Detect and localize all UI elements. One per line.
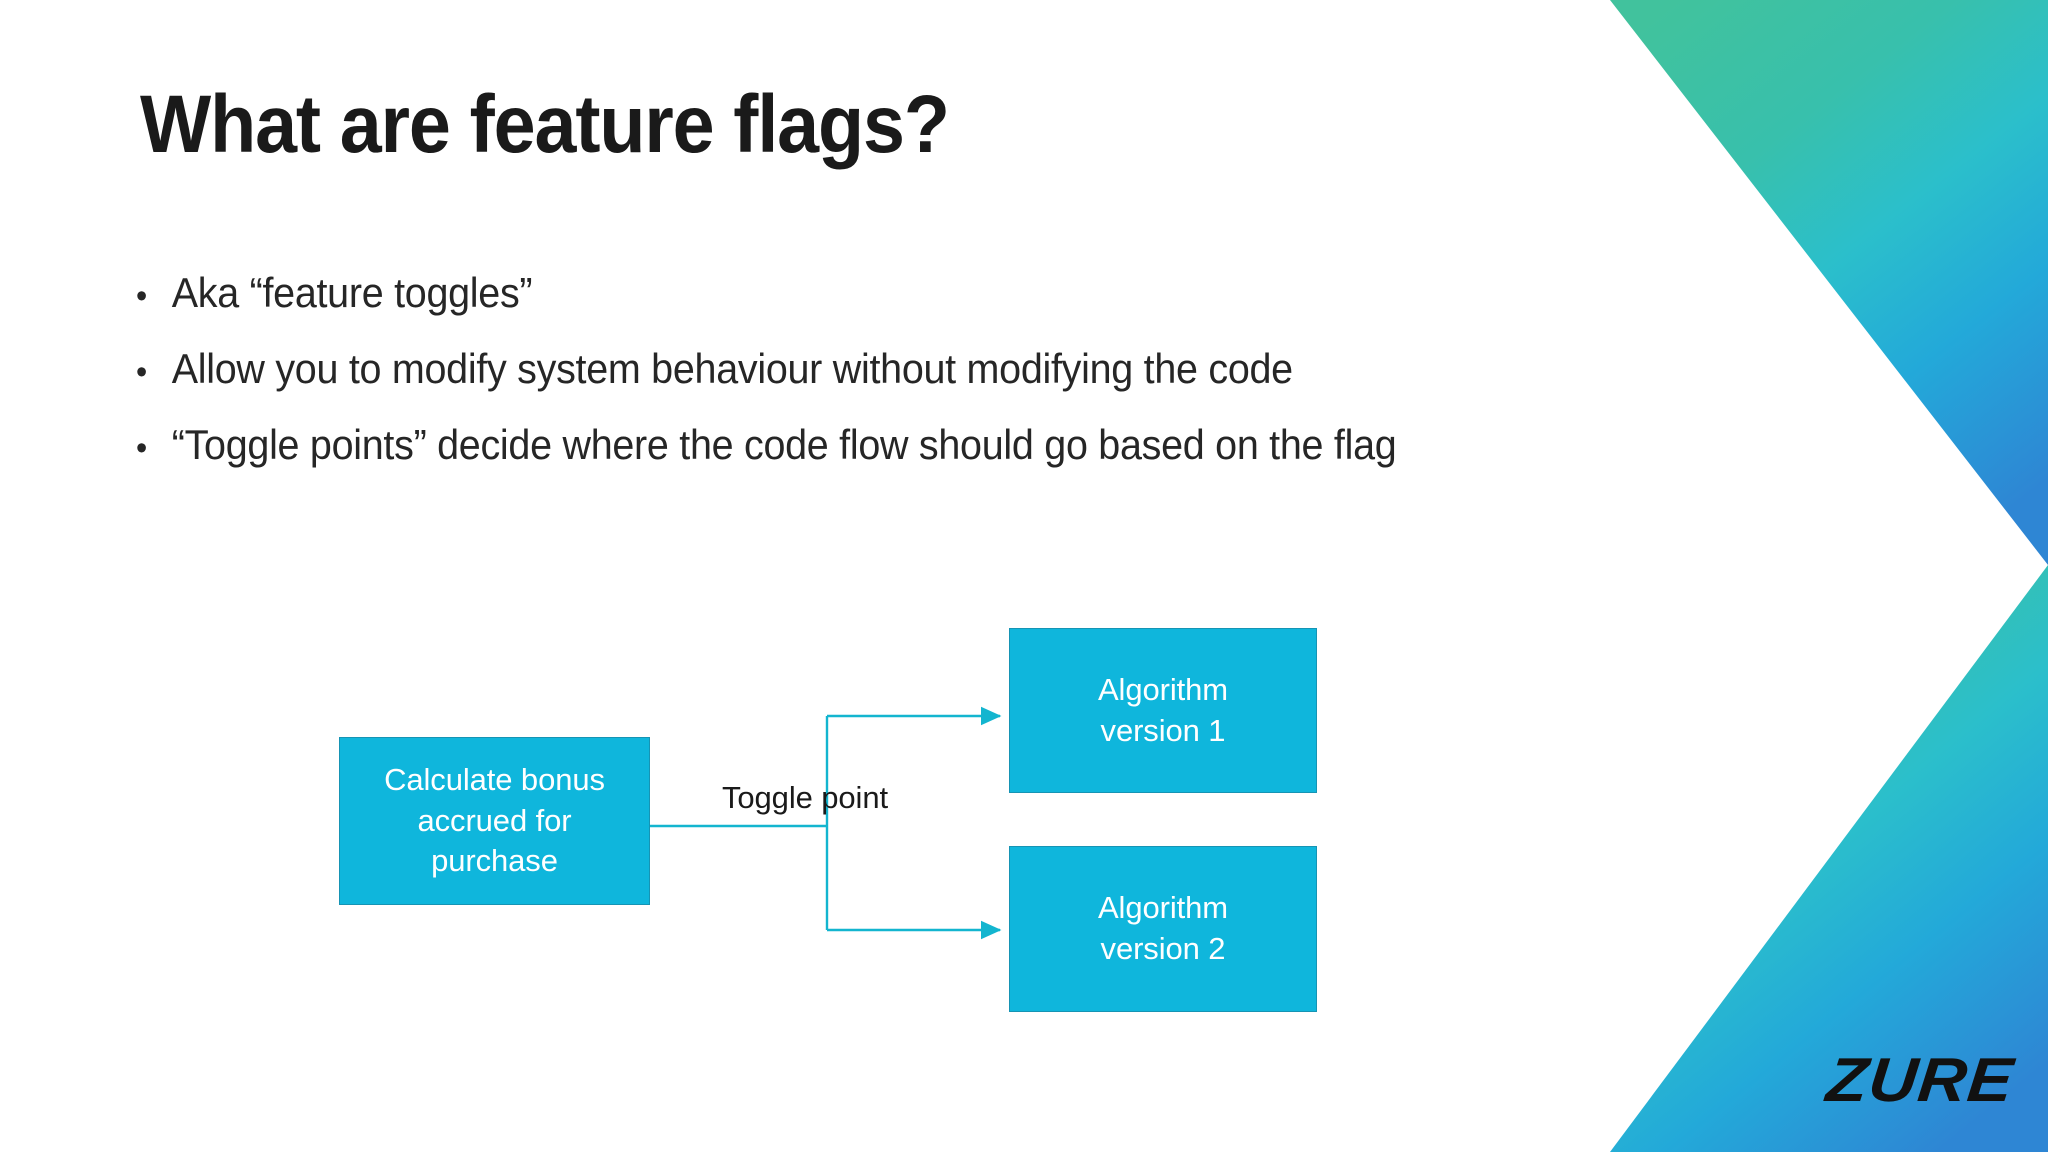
bullet-text: Allow you to modify system behaviour wit… xyxy=(171,345,1293,392)
list-item: • “Toggle points” decide where the code … xyxy=(136,424,1546,466)
corner-chevron-graphic xyxy=(1610,0,2048,1152)
bullet-text: Aka “feature toggles” xyxy=(171,269,533,316)
box-line-1: Calculate bonus xyxy=(384,761,605,797)
list-item: • Allow you to modify system behaviour w… xyxy=(136,348,1546,390)
bullet-marker-icon: • xyxy=(136,277,147,315)
box-line-1: Algorithm xyxy=(1097,890,1229,926)
bullet-text: “Toggle points” decide where the code fl… xyxy=(171,421,1397,468)
box-line-3: purchase xyxy=(431,843,558,879)
toggle-point-label: Toggle point xyxy=(722,780,888,815)
box-line-2: version 1 xyxy=(1100,712,1226,748)
process-box-algorithm-version-1: Algorithm version 1 xyxy=(1009,628,1317,793)
bullet-marker-icon: • xyxy=(136,429,147,467)
bullet-marker-icon: • xyxy=(136,353,147,391)
page-title: What are feature flags? xyxy=(140,79,950,170)
list-item: • Aka “feature toggles” xyxy=(136,272,1546,314)
zure-logo: ZURE xyxy=(1823,1046,2018,1115)
box-line-2: accrued for xyxy=(417,802,572,838)
process-box-algorithm-version-2: Algorithm version 2 xyxy=(1009,846,1317,1012)
box-line-1: Algorithm xyxy=(1097,671,1229,707)
bullet-list: • Aka “feature toggles” • Allow you to m… xyxy=(136,272,1636,500)
process-box-calculate-bonus: Calculate bonus accrued for purchase xyxy=(339,737,650,905)
box-line-2: version 2 xyxy=(1100,931,1226,966)
